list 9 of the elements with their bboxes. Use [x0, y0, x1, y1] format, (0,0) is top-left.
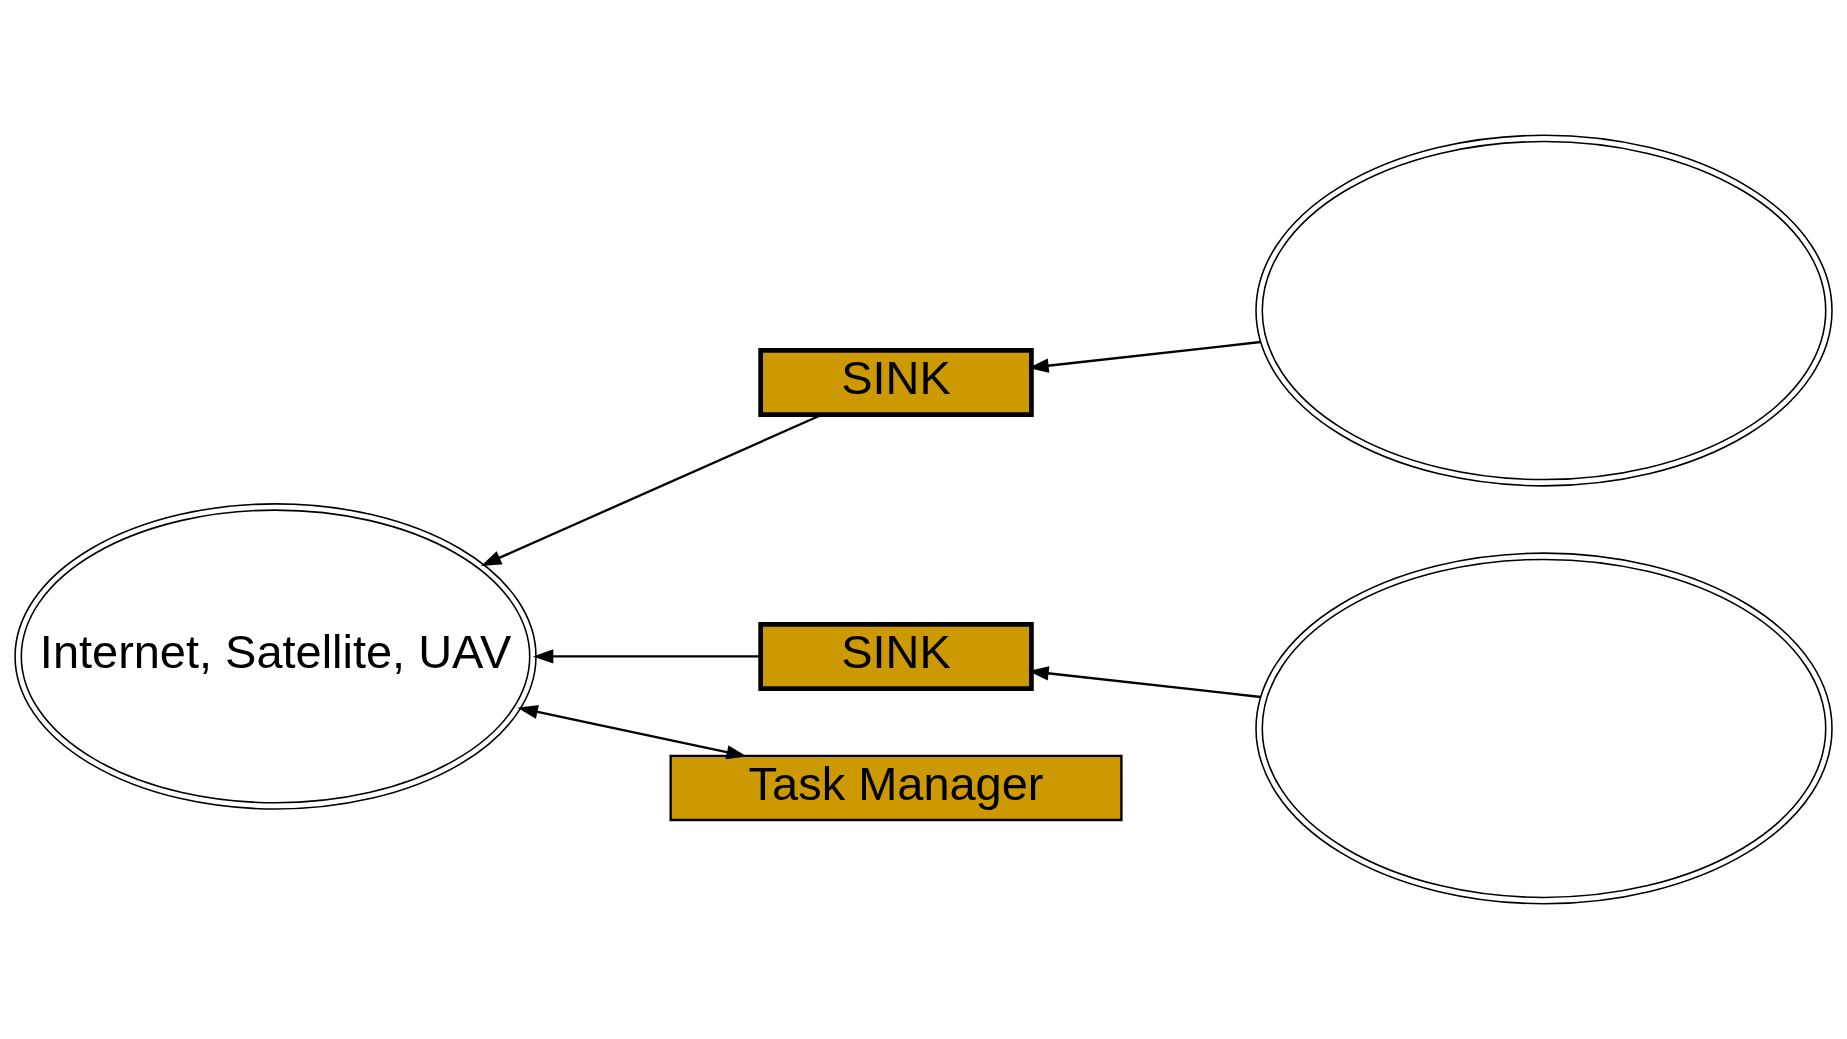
node-cloud [1255, 134, 1833, 487]
arrow [532, 649, 761, 664]
node-box: SINK [758, 348, 1034, 417]
arrow [517, 704, 747, 760]
node-box: Task Manager [669, 754, 1123, 822]
node-cloud [1255, 552, 1833, 905]
arrow [1028, 340, 1261, 373]
arrow [1028, 666, 1261, 699]
node-box: SINK [758, 622, 1034, 691]
